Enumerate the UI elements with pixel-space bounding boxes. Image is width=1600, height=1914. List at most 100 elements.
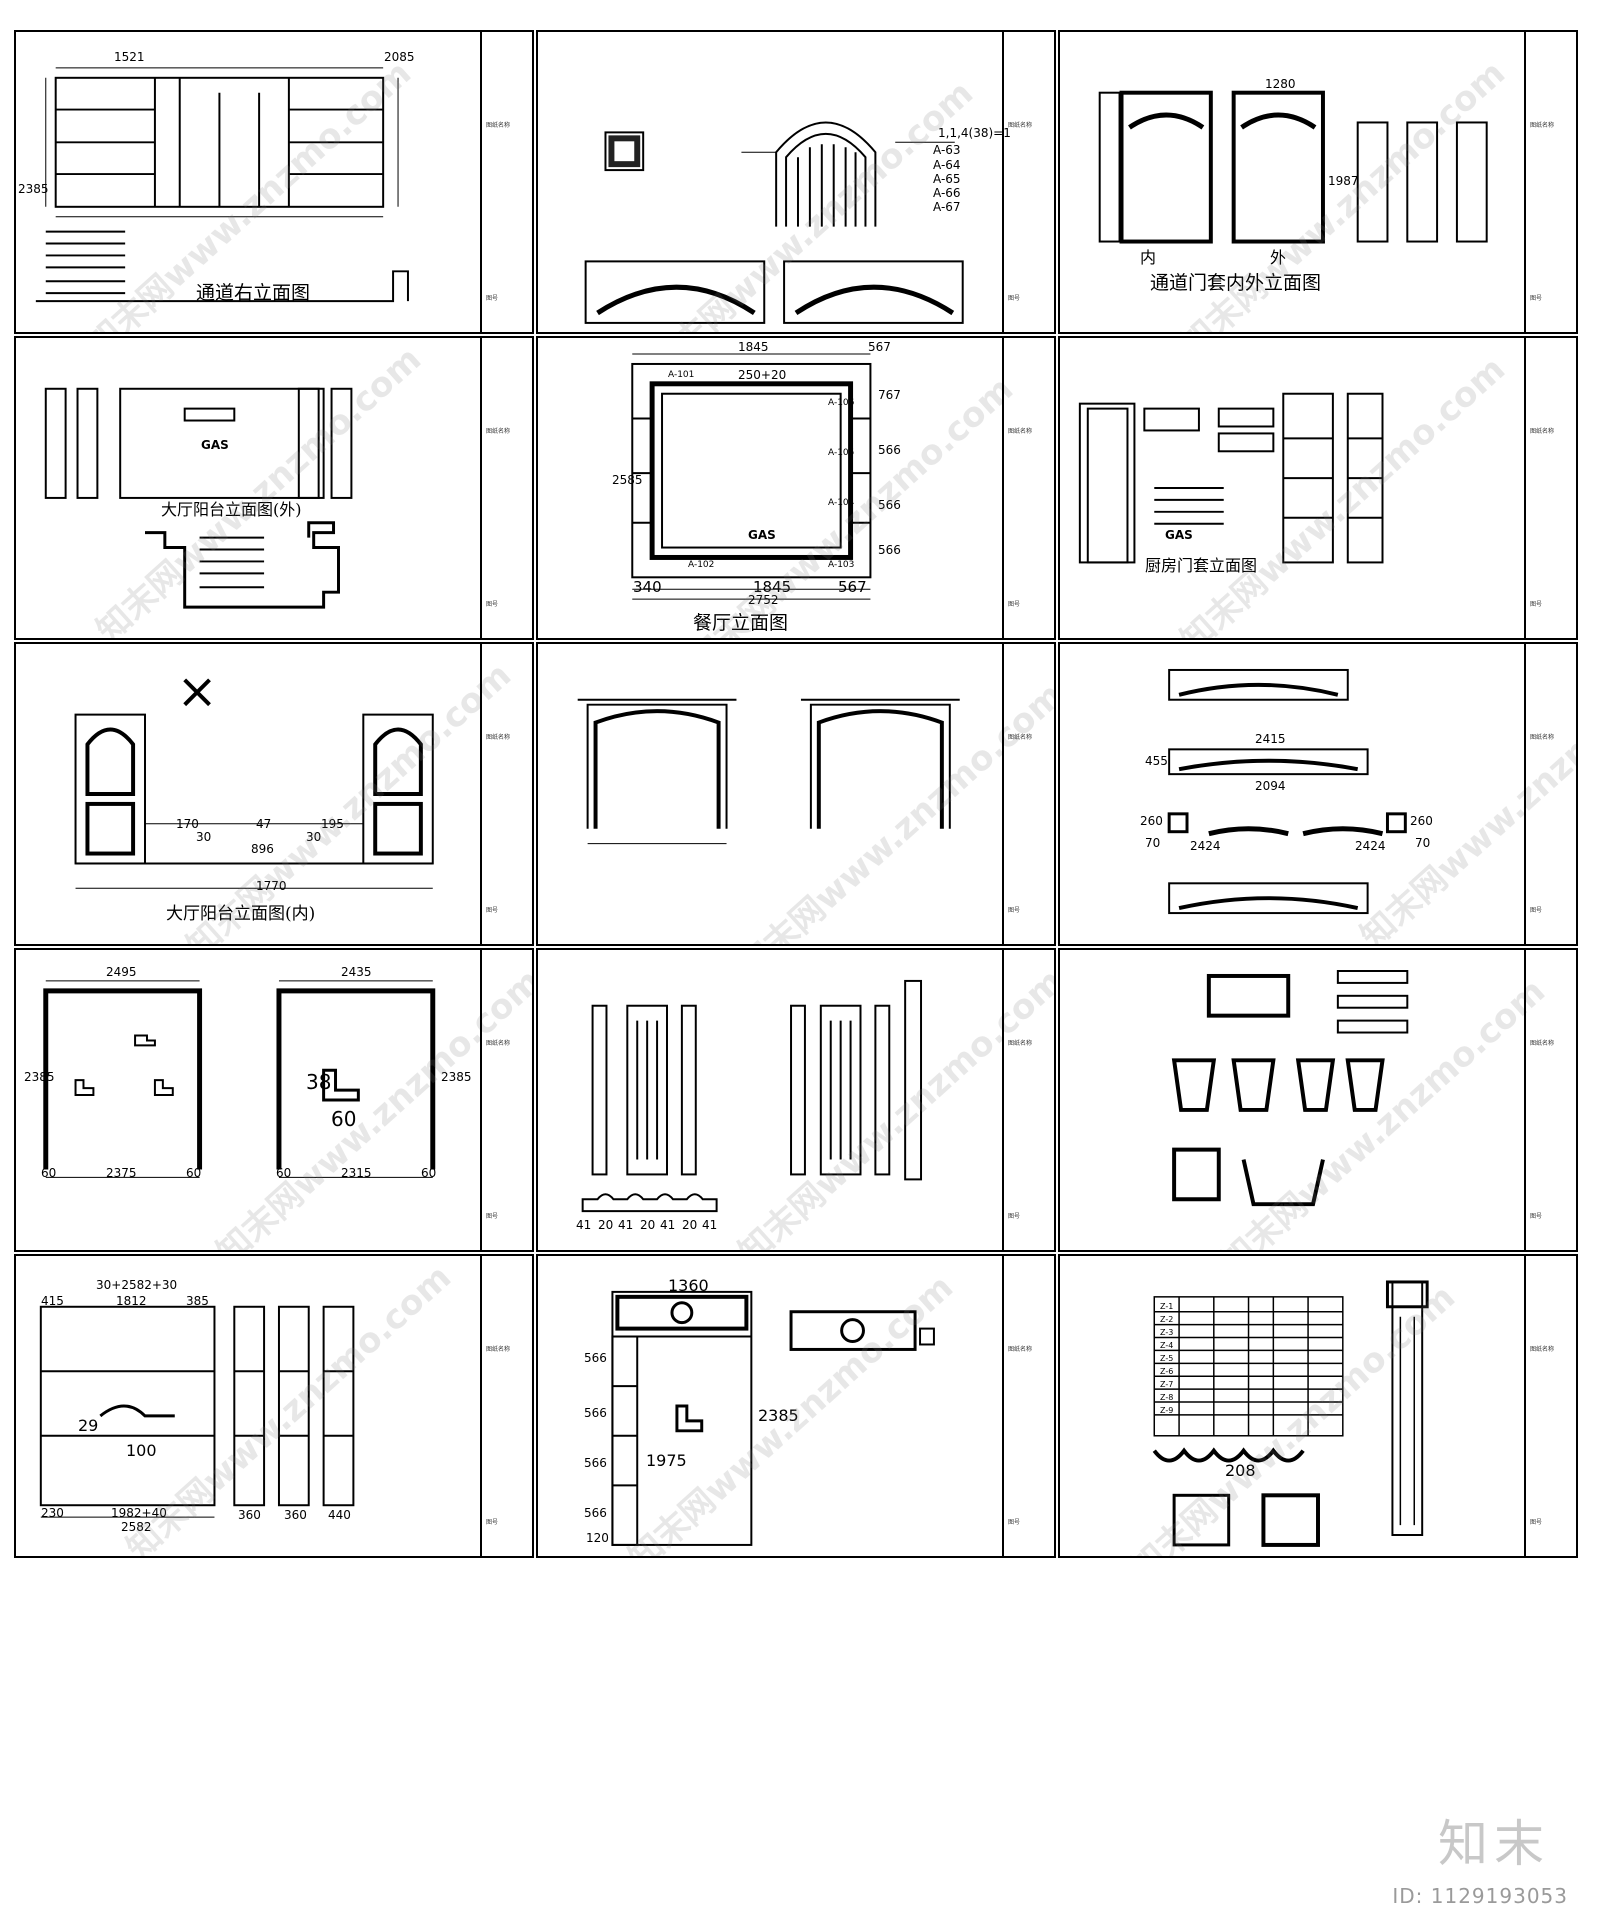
label-outside: 外 <box>1270 248 1287 267</box>
title-block-name: 图纸名称 <box>1008 122 1033 129</box>
label-a67: A-67 <box>933 200 961 214</box>
title-block: 图纸名称 图号 <box>1524 1256 1576 1556</box>
sheet-hall-balcony-inner: 170 47 195 30 30 896 1770 大厅阳台立面图(内) 知末网… <box>14 642 534 946</box>
dim-2385-left: 2385 <box>24 1070 55 1084</box>
title-block: 图纸名称 图号 <box>480 338 532 638</box>
dim-208: 208 <box>1225 1461 1256 1480</box>
dim-47: 47 <box>256 817 272 831</box>
title-block-number: 图号 <box>1530 295 1543 302</box>
profile-dim-38: 38 <box>306 1070 332 1094</box>
dim-2085: 2085 <box>384 50 415 64</box>
drawing-dining <box>631 353 872 600</box>
dim-1521: 1521 <box>114 50 145 64</box>
dim-1360: 1360 <box>668 1276 709 1295</box>
title-block: 图纸名称 图号 <box>1002 32 1054 332</box>
sheet-arch-openings: 知末网www.znzmo.com 图纸名称 图号 <box>536 642 1056 946</box>
title-block: 图纸名称 图号 <box>480 32 532 332</box>
drawing-shelving <box>39 1305 355 1518</box>
profile-dim-60: 60 <box>331 1107 357 1131</box>
dim-41-b: 41 <box>618 1218 634 1232</box>
title-block: 图纸名称 图号 <box>480 950 532 1250</box>
dim-60-a: 60 <box>41 1166 57 1180</box>
title-block-name: 图纸名称 <box>1008 1346 1033 1353</box>
dim-30-2582-30: 30+2582+30 <box>96 1278 178 1292</box>
sheet-schedule-column: Z-1 Z-2 Z-3 Z-4 Z-5 Z-6 Z-7 Z-8 Z-9 208 … <box>1058 1254 1578 1558</box>
dim-41-d: 41 <box>702 1218 718 1232</box>
label-a65: A-65 <box>933 172 961 186</box>
dim-120: 120 <box>586 1531 609 1545</box>
title-block-name: 图纸名称 <box>1530 122 1555 129</box>
sheet-shelving-elevation: 30+2582+30 415 1812 385 29 100 230 1982+… <box>14 1254 534 1558</box>
sheet-header-moulding: 2415 2094 455 260 260 70 70 2424 2424 知末… <box>1058 642 1578 946</box>
dim-70-a: 70 <box>1145 836 1161 850</box>
dim-30-a: 30 <box>196 830 212 844</box>
title-block-name: 图纸名称 <box>486 1040 511 1047</box>
dim-260-a: 260 <box>1140 814 1163 828</box>
dim-2094: 2094 <box>1255 779 1286 793</box>
table-row-z3: Z-3 <box>1160 1328 1174 1337</box>
title-block-number: 图号 <box>1530 1519 1543 1526</box>
dim-2424-b: 2424 <box>1355 839 1386 853</box>
dim-60-c: 60 <box>276 1166 292 1180</box>
dim-360-a: 360 <box>238 1508 261 1522</box>
sheet-caption: 餐厅立面图 <box>693 612 789 634</box>
title-block-name: 图纸名称 <box>1530 734 1555 741</box>
sheet-panels-lanterns: 知末网www.znzmo.com 图纸名称 图号 <box>1058 948 1578 1252</box>
dim-20-a: 20 <box>598 1218 614 1232</box>
dim-566-b: 566 <box>878 498 901 512</box>
title-block: 图纸名称 图号 <box>1524 32 1576 332</box>
sheet-kitchen-door-frame: GAS 厨房门套立面图 知末网www.znzmo.com 图纸名称 图号 <box>1058 336 1578 640</box>
title-block-number: 图号 <box>1530 601 1543 608</box>
dim-2385: 2385 <box>18 182 49 196</box>
title-block: 图纸名称 图号 <box>1524 950 1576 1250</box>
title-block-number: 图号 <box>1530 1213 1543 1220</box>
dim-1812: 1812 <box>116 1294 147 1308</box>
label-a103: A-103 <box>828 560 855 570</box>
drawing-arch-openings <box>577 698 960 845</box>
label-inside: 内 <box>1140 248 1157 267</box>
title-block-number: 图号 <box>486 1213 499 1220</box>
title-block: 图纸名称 图号 <box>1524 338 1576 638</box>
dim-41-a: 41 <box>576 1218 592 1232</box>
title-block: 图纸名称 图号 <box>1002 644 1054 944</box>
title-block-name: 图纸名称 <box>486 1346 511 1353</box>
gas-label: GAS <box>748 528 776 542</box>
drawing-balcony-inner <box>74 678 434 889</box>
sheet-caption: 大厅阳台立面图(外) <box>161 500 302 519</box>
label-a63: A-63 <box>933 143 961 157</box>
sheet-passage-door-frame: 1280 1987 内 外 通道门套内外立面图 知末网www.znzmo.com… <box>1058 30 1578 334</box>
dim-20-b: 20 <box>640 1218 656 1232</box>
label-a105: A-105 <box>828 448 855 458</box>
dim-455: 455 <box>1145 754 1168 768</box>
title-block-number: 图号 <box>1008 1213 1021 1220</box>
id-label: ID: 1129193053 <box>1392 1884 1568 1908</box>
drawing-door-frames <box>43 980 436 1178</box>
table-row-z8: Z-8 <box>1160 1393 1174 1402</box>
title-block-name: 图纸名称 <box>1530 1040 1555 1047</box>
table-row-z6: Z-6 <box>1160 1367 1174 1376</box>
dim-2385-right: 2385 <box>441 1070 472 1084</box>
dim-566-c: 566 <box>584 1456 607 1470</box>
sheet-caption: 通道门套内外立面图 <box>1150 272 1322 294</box>
dim-29: 29 <box>78 1416 99 1435</box>
dim-195: 195 <box>321 817 344 831</box>
label-a104: A-104 <box>828 498 855 508</box>
drawing-passage-right <box>35 67 409 303</box>
title-block-name: 图纸名称 <box>1530 1346 1555 1353</box>
gas-label: GAS <box>201 438 229 452</box>
dim-100: 100 <box>126 1441 157 1460</box>
sheet-pilasters: 41 20 41 20 41 20 41 知末网www.znzmo.com 图纸… <box>536 948 1056 1252</box>
title-block-name: 图纸名称 <box>486 734 511 741</box>
dim-2424-a: 2424 <box>1190 839 1221 853</box>
sheet-door-1360: 1360 566 566 566 566 120 1975 2385 知末网ww… <box>536 1254 1056 1558</box>
dim-2585: 2585 <box>612 473 643 487</box>
label-a64: A-64 <box>933 158 961 172</box>
dim-170: 170 <box>176 817 199 831</box>
dim-2315: 2315 <box>341 1166 372 1180</box>
title-block-name: 图纸名称 <box>1008 1040 1033 1047</box>
title-block-name: 图纸名称 <box>486 428 511 435</box>
sheet-caption: 厨房门套立面图 <box>1145 556 1258 575</box>
dim-250-20: 250+20 <box>738 368 787 382</box>
title-block: 图纸名称 图号 <box>1002 950 1054 1250</box>
dim-bottom-1845-b: 1845 <box>753 578 792 596</box>
